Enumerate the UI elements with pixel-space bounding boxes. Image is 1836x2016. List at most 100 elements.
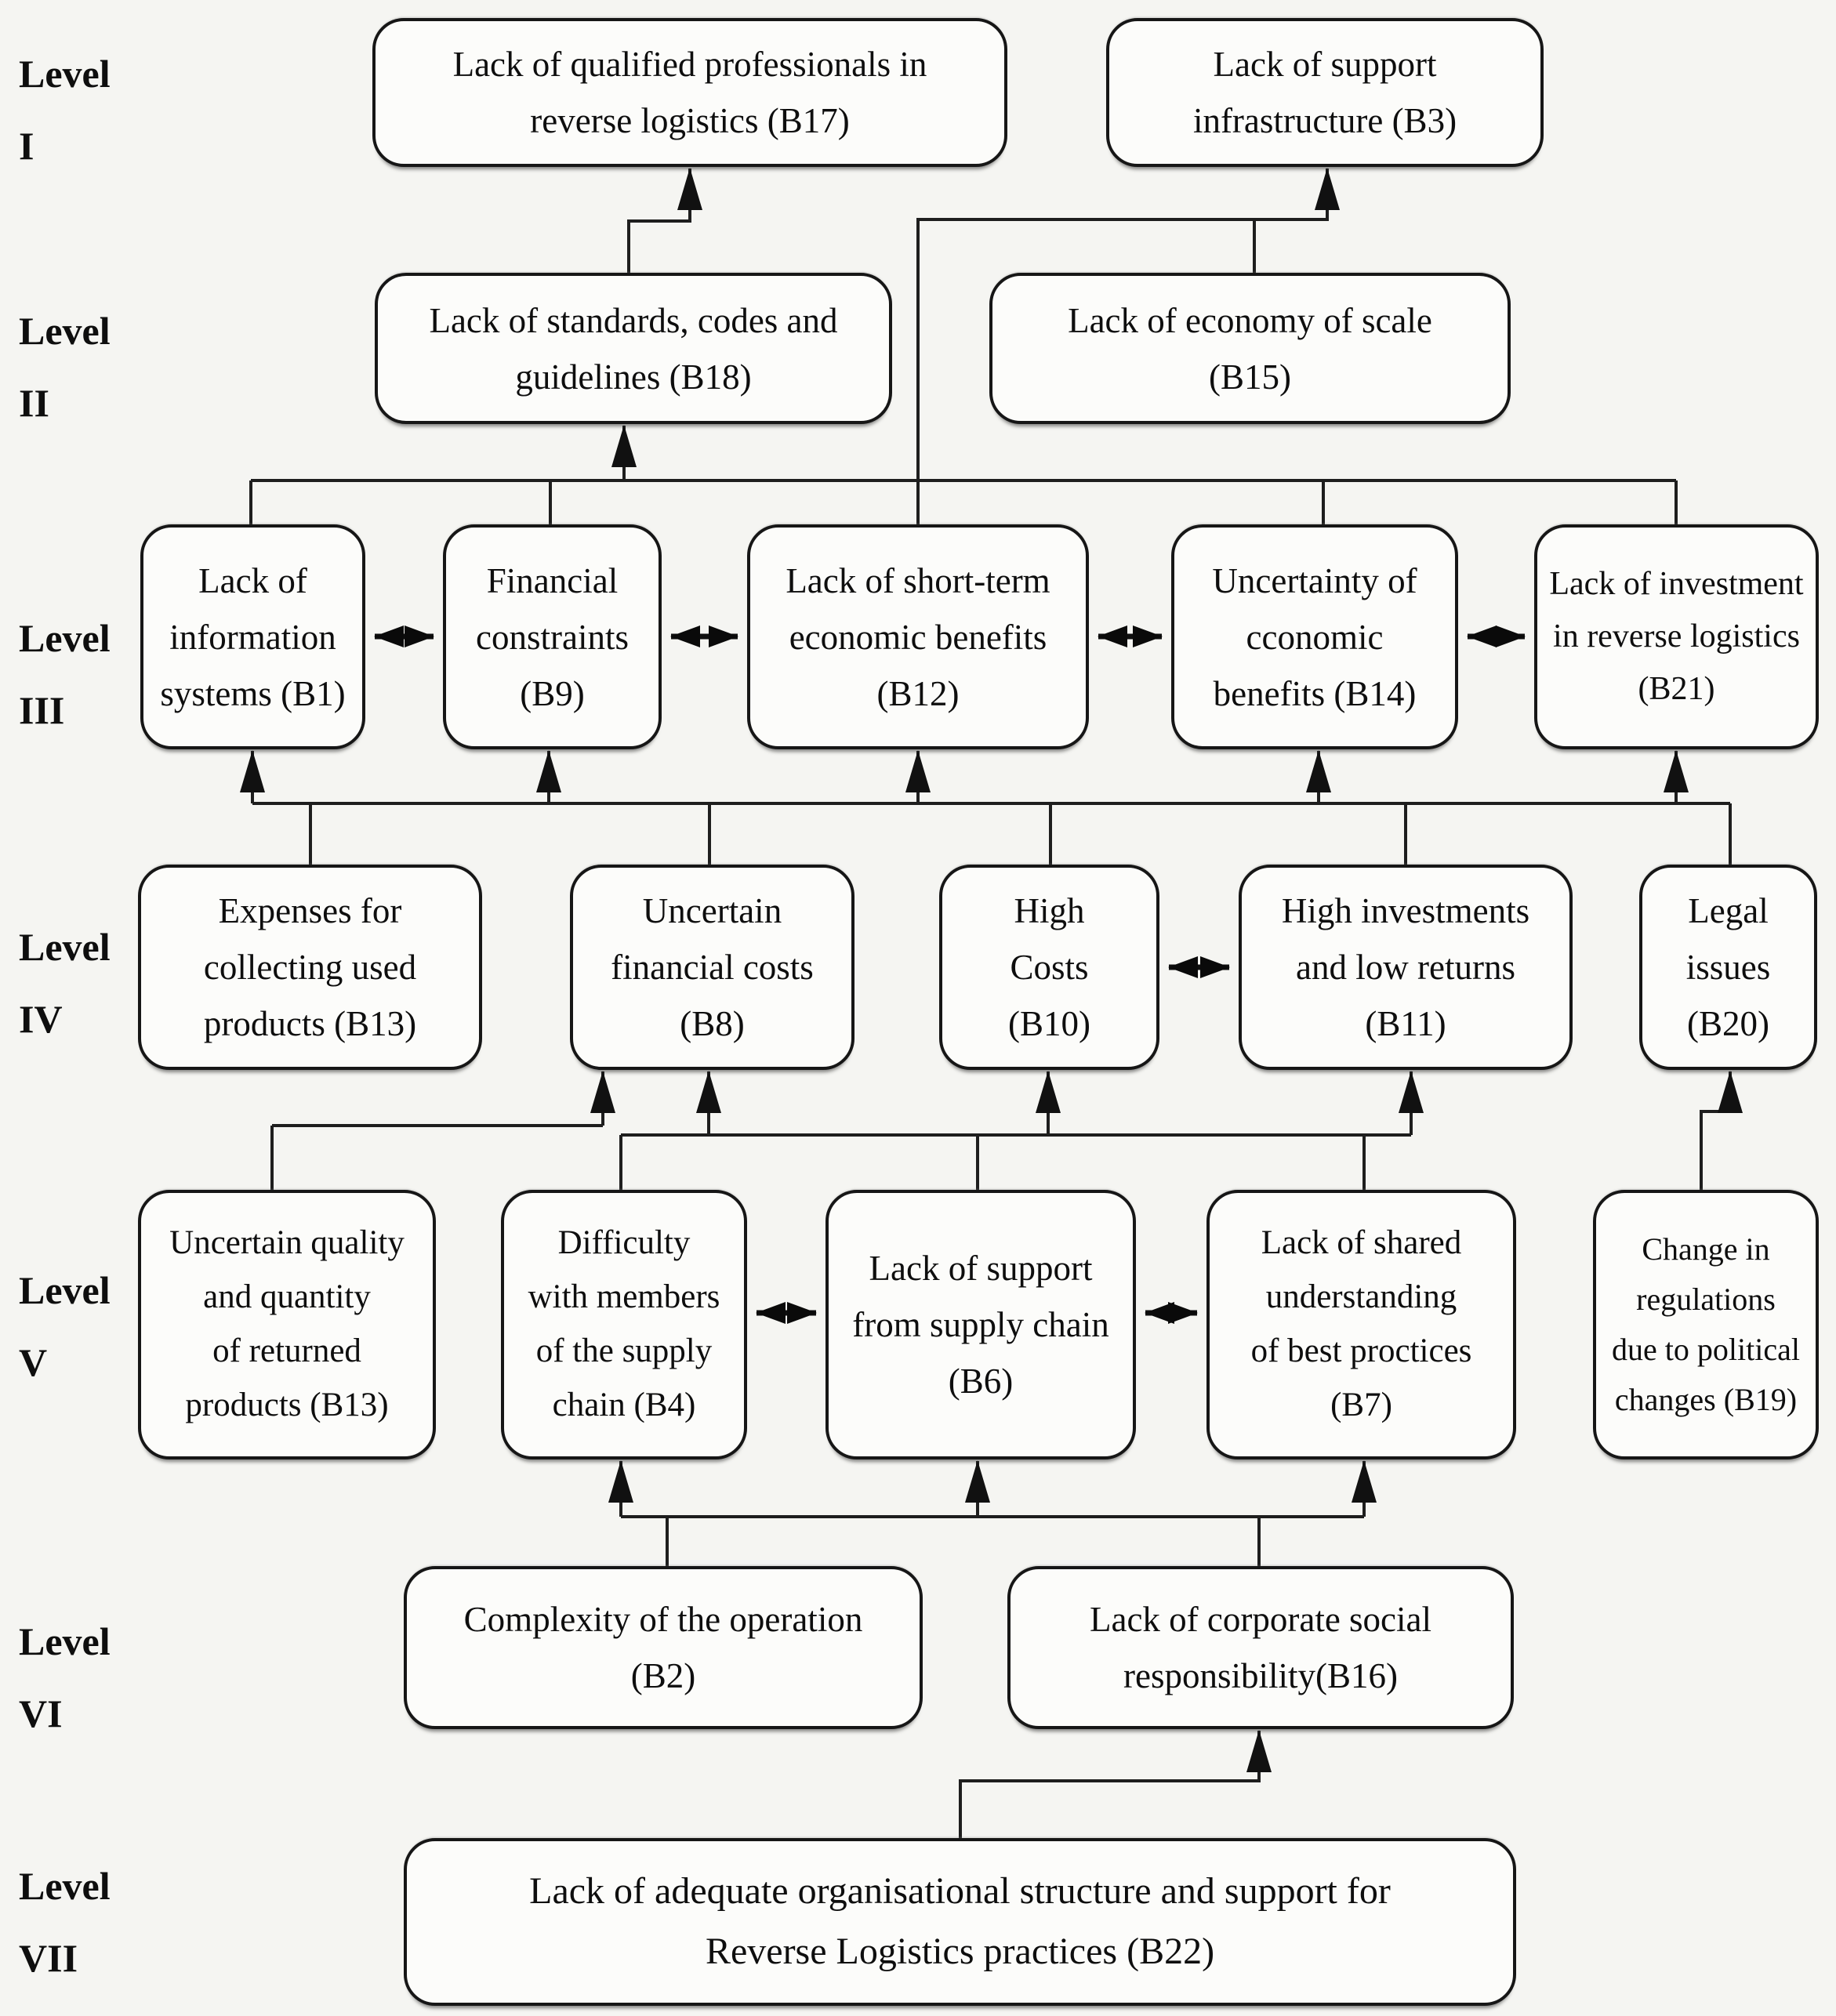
level-word: Level xyxy=(19,1268,111,1312)
box-text-line: responsibility(B16) xyxy=(1123,1656,1398,1695)
box-text-line: infrastructure (B3) xyxy=(1192,101,1457,140)
level-numeral: II xyxy=(19,381,49,425)
box-b22: Lack of adequate organisational structur… xyxy=(404,1838,1516,2006)
box-b17: Lack of qualified professionals in revers… xyxy=(372,18,1007,167)
box-text-line: Lack of qualified professionals in xyxy=(452,45,927,84)
box-text-line: (B11) xyxy=(1365,1004,1446,1043)
level-word: Level xyxy=(19,1619,111,1663)
box-text-line: products (B13) xyxy=(203,1004,417,1043)
box-text-line: Legal xyxy=(1688,891,1769,930)
box-text-line: collecting used xyxy=(203,948,417,987)
box-text-line: guidelines (B18) xyxy=(515,357,752,397)
box-text-line: Difficulty xyxy=(557,1224,691,1262)
box-text-line: issues xyxy=(1685,948,1771,987)
box-text-line: from supply chain xyxy=(852,1305,1109,1344)
connector-arrow xyxy=(627,168,702,273)
box-text-line: (B2) xyxy=(630,1656,696,1695)
box-text-line: (B7) xyxy=(1330,1386,1392,1423)
box-text-line: Lack of support xyxy=(869,1249,1093,1288)
box-text-line: economic benefits xyxy=(789,617,1047,657)
box-text-line: chain (B4) xyxy=(552,1386,696,1423)
box-text-line: Complexity of the operation xyxy=(463,1600,863,1639)
box-text-line: products (B13) xyxy=(185,1386,389,1423)
box-text-line: benefits (B14) xyxy=(1213,673,1417,713)
box-text-line: understanding xyxy=(1265,1278,1457,1316)
level-numeral: I xyxy=(19,124,34,168)
level-word: Level xyxy=(19,1864,111,1908)
box-text-line: and low returns xyxy=(1296,948,1515,987)
box-b21: Lack of investment in reverse logistics (B… xyxy=(1534,524,1819,749)
box-text-line: Lack of short-term xyxy=(786,560,1050,600)
box-text-line: Financial xyxy=(486,560,619,600)
level-word: Level xyxy=(19,616,111,660)
level-numeral: IV xyxy=(19,997,63,1041)
box-text-line: reverse logistics (B17) xyxy=(530,101,850,140)
box-b3: Lack of support infrastructure (B3) xyxy=(1106,18,1544,167)
box-text-line: (B12) xyxy=(876,673,960,713)
box-text-line: (B20) xyxy=(1687,1004,1769,1043)
box-text-line: (B21) xyxy=(1638,671,1715,708)
box-text-line: systems (B1) xyxy=(160,673,346,713)
box-text-line: of returned xyxy=(212,1333,361,1369)
box-text-line: cconomic xyxy=(1246,617,1384,657)
box-text-line: of best proctices xyxy=(1250,1333,1472,1369)
box-text-line: regulations xyxy=(1636,1282,1776,1317)
box-b9: Financial constraints (B9) xyxy=(443,524,662,749)
box-text-line: in reverse logistics xyxy=(1553,618,1800,654)
box-text-line: (B15) xyxy=(1209,357,1291,397)
box-text-line: changes (B19) xyxy=(1614,1382,1798,1417)
box-b15: Lack of economy of scale (B15) xyxy=(989,273,1511,424)
box-text-line: Change in xyxy=(1642,1231,1770,1267)
connector-arrow xyxy=(1700,1071,1743,1190)
box-text-line: (B6) xyxy=(948,1362,1014,1401)
level-word: Level xyxy=(19,52,111,96)
box-text-line: Reverse Logistics practices (B22) xyxy=(705,1931,1215,1972)
box-text-line: Lack of xyxy=(198,560,307,600)
box-text-line: Lack of shared xyxy=(1261,1224,1462,1262)
box-b12: Lack of short-term economic benefits (B12) xyxy=(747,524,1089,749)
box-b19: Change in regulations due to political chan… xyxy=(1593,1190,1819,1459)
connector-arrow xyxy=(959,1730,1272,1838)
box-b11: High investments and low returns (B11) xyxy=(1239,865,1573,1070)
box-b6: Lack of support from supply chain (B6) xyxy=(825,1190,1136,1459)
box-text-line: with members xyxy=(528,1278,720,1316)
box-text-line: information xyxy=(169,617,336,657)
box-text-line: Lack of economy of scale xyxy=(1068,300,1432,340)
box-text-line: Uncertainty of xyxy=(1212,560,1417,600)
level-numeral: V xyxy=(19,1340,48,1384)
box-b13-expenses: Expenses for collecting used products (B13… xyxy=(138,865,482,1070)
box-b14: Uncertainty of cconomic benefits (B14) xyxy=(1171,524,1458,749)
box-text-line: High investments xyxy=(1281,891,1530,930)
box-text-line: Expenses for xyxy=(218,891,402,930)
box-text-line: Lack of support xyxy=(1213,45,1437,84)
box-text-line: due to political xyxy=(1612,1332,1800,1367)
box-text-line: High xyxy=(1014,891,1085,930)
box-b7: Lack of shared understanding of best proct… xyxy=(1206,1190,1516,1459)
level-numeral: III xyxy=(19,688,65,732)
box-text-line: constraints xyxy=(476,617,629,657)
box-b8: Uncertain financial costs (B8) xyxy=(570,865,855,1070)
box-b2: Complexity of the operation (B2) xyxy=(404,1566,923,1729)
level-word: Level xyxy=(19,309,111,353)
box-text-line: Lack of corporate social xyxy=(1089,1600,1432,1639)
box-b1: Lack of information systems (B1) xyxy=(140,524,365,749)
box-text-line: Lack of investment xyxy=(1549,565,1804,602)
box-text-line: Costs xyxy=(1010,948,1089,987)
box-text-line: (B10) xyxy=(1008,1004,1090,1043)
box-text-line: (B9) xyxy=(520,673,585,713)
box-b20: Legal issues (B20) xyxy=(1639,865,1817,1070)
box-text-line: financial costs xyxy=(611,948,814,987)
box-text-line: Uncertain xyxy=(642,891,782,930)
box-text-line: (B8) xyxy=(680,1004,745,1043)
level-numeral: VII xyxy=(19,1936,78,1980)
